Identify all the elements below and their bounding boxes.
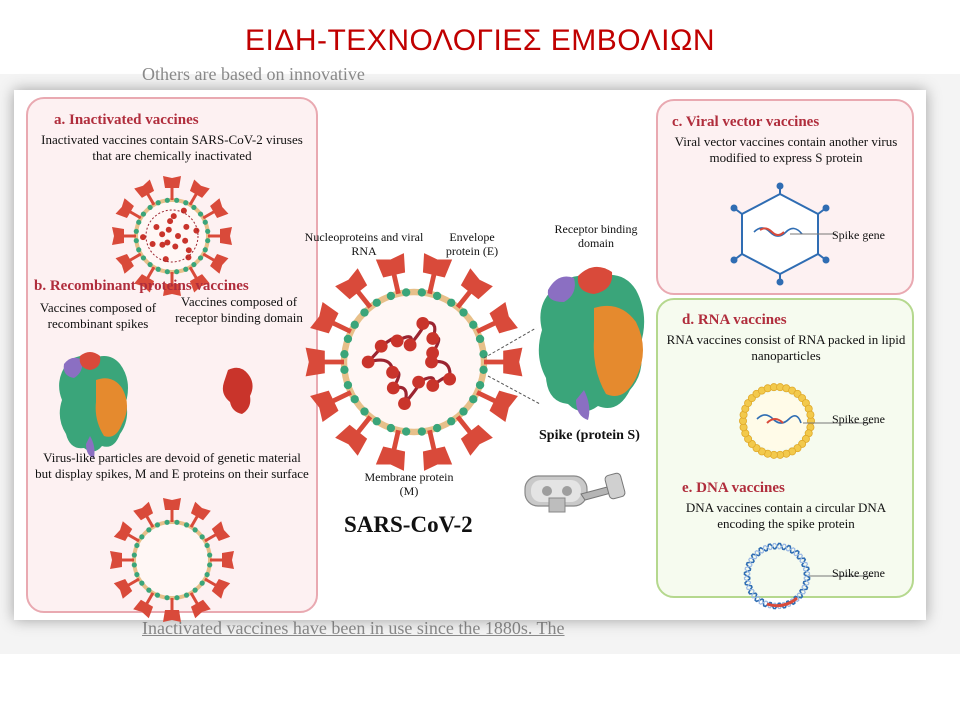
background-text-bottom: Inactivated vaccines have been in use si… [142, 618, 565, 638]
background-text-top: Others are based on innovative [142, 64, 365, 84]
receptor-binding-label: Receptor binding domain [554, 222, 638, 250]
membrane-protein-label: Membrane protein (M) [364, 470, 454, 498]
spike-zoom-lines [483, 327, 541, 405]
rna-gene-label: Spike gene [832, 412, 885, 426]
envelope-protein-label: Envelope protein (E) [445, 230, 499, 258]
inactivated-virus-icon [112, 176, 232, 296]
vaccine-types-figure: a. Inactivated vaccines Inactivated vacc… [14, 90, 926, 622]
circular-dna-plasmid-icon [743, 542, 873, 610]
nucleoproteins-label: Nucleoproteins and viral RNA [304, 230, 424, 258]
rna-title: d. RNA vaccines [682, 312, 787, 328]
sars-cov-2-virus-illustration [305, 253, 523, 471]
virus-name: SARS-CoV-2 [344, 512, 473, 537]
lipid-nanoparticle-icon [739, 383, 873, 459]
dna-title: e. DNA vaccines [682, 480, 785, 496]
dna-text: DNA vaccines contain a circular DNA enco… [685, 500, 887, 531]
vlp-text: Virus-like particles are devoid of genet… [35, 450, 309, 481]
slide-title: ΕΙΔΗ-ΤΕΧΝΟΛΟΓΙΕΣ ΕΜΒΟΛΙΩΝ [244, 24, 716, 57]
viral-vector-gene-label: Spike gene [832, 228, 885, 242]
recombinant-spikes-text: Vaccines composed of recombinant spikes [39, 300, 157, 331]
viral-vector-capsid-icon [730, 182, 836, 286]
inactivated-title: a. Inactivated vaccines [54, 112, 199, 128]
viral-vector-title: c. Viral vector vaccines [672, 114, 820, 130]
spike-protein-structure-icon [538, 266, 645, 420]
rna-text: RNA vaccines consist of RNA packed in li… [666, 332, 906, 363]
receptor-binding-domain-icon [222, 367, 253, 414]
spike-protein-label: Spike (protein S) [539, 428, 640, 443]
recombinant-title: b. Recombinant proteins vaccines [34, 278, 249, 294]
recombinant-spike-protein-icon [59, 352, 128, 458]
virus-like-particle-icon [110, 498, 234, 622]
inactivated-text: Inactivated vaccines contain SARS-CoV-2 … [41, 132, 303, 163]
dna-gene-label: Spike gene [832, 566, 885, 580]
rbd-text: Vaccines composed of receptor binding do… [175, 294, 303, 325]
lock-and-key-icon [524, 472, 626, 513]
viral-vector-text: Viral vector vaccines contain another vi… [674, 134, 898, 165]
